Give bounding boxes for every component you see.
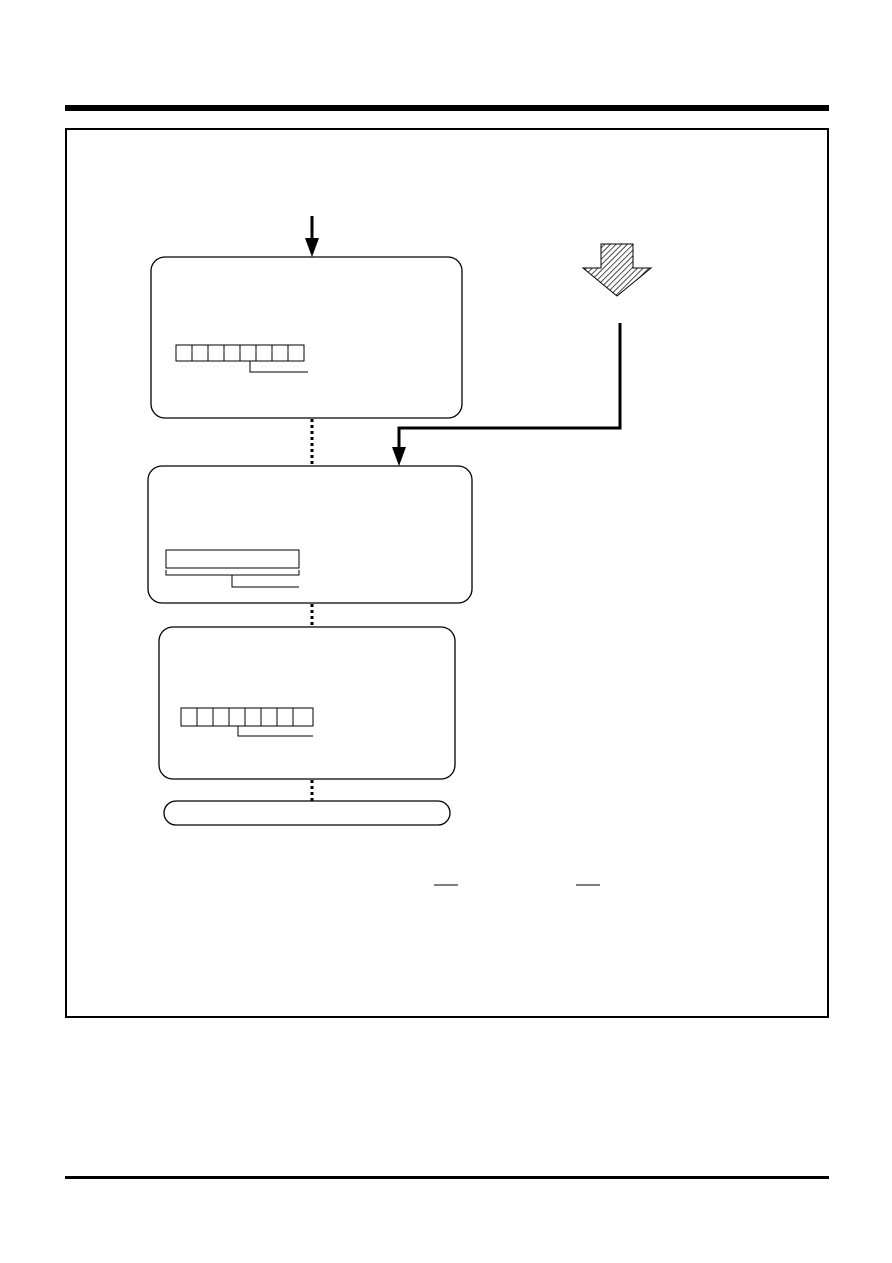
stage-3-bracket [237, 726, 313, 737]
interrupt-hatched-arrow-icon [581, 243, 653, 297]
entry-arrow-icon [305, 216, 319, 257]
stage-4-box [163, 800, 451, 826]
header-rule [65, 105, 829, 111]
footer-rule [65, 1176, 829, 1179]
stage-2-box [147, 465, 473, 604]
stage-1-box [150, 256, 463, 419]
stage-1-bracket [249, 361, 308, 373]
stage-2-register [165, 549, 300, 569]
interrupt-path [392, 323, 622, 466]
stage-3-register [180, 707, 314, 727]
stage-1-register [175, 344, 305, 362]
stage-3-box [158, 626, 456, 780]
